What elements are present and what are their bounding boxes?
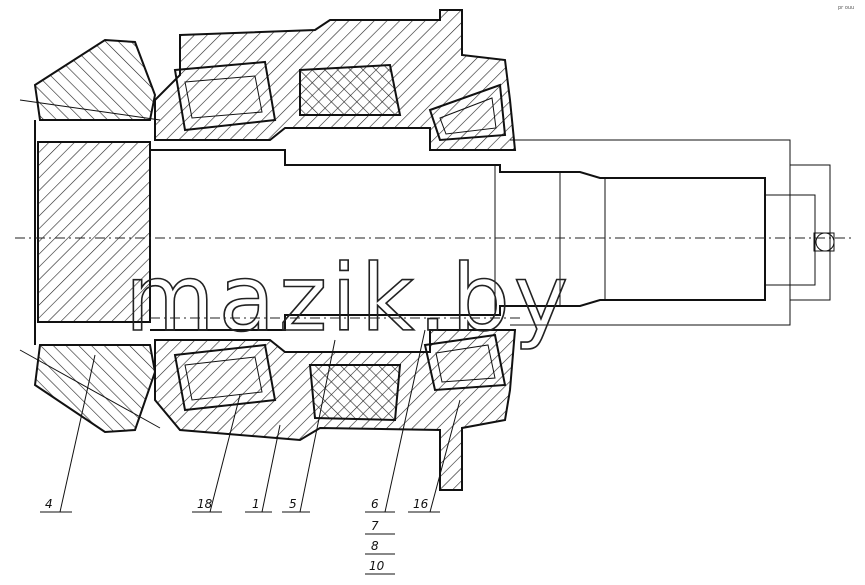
callout-4: 4 <box>45 497 53 511</box>
pinion-shaft <box>150 139 835 331</box>
callout-16: 16 <box>413 497 429 511</box>
housing-lower <box>154 329 517 491</box>
callout-7: 7 <box>371 519 379 533</box>
callout-10: 10 <box>369 559 385 573</box>
tapered-roller-bearings <box>173 60 507 412</box>
callout-5: 5 <box>289 497 297 511</box>
callout-6: 6 <box>371 497 379 511</box>
callout-18: 18 <box>197 497 213 511</box>
callout-1: 1 <box>252 497 260 511</box>
callout-leaders <box>40 329 461 575</box>
corner-mark: pr ouu <box>838 5 854 11</box>
callout-8: 8 <box>371 539 379 553</box>
bevel-gear-part <box>19 38 161 434</box>
watermark-text: mazik.by <box>125 245 572 352</box>
housing-upper <box>154 9 517 151</box>
